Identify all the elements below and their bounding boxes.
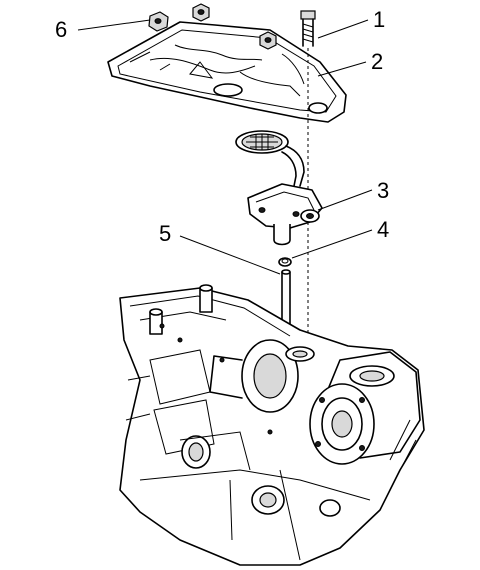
drive-shaft	[281, 269, 291, 329]
nut-icon	[192, 3, 210, 22]
bolt	[300, 10, 316, 47]
pickup-screen	[235, 130, 305, 187]
leader-lines	[77, 19, 373, 275]
callout-2: 2	[371, 49, 383, 74]
callout-3: 3	[377, 178, 389, 203]
callout-1: 1	[373, 7, 385, 32]
nut-icon	[259, 31, 277, 50]
washer	[278, 257, 292, 267]
oil-pump	[247, 183, 323, 246]
nut-icon	[148, 11, 169, 32]
callout-6: 6	[55, 17, 67, 42]
engine-block	[119, 284, 425, 566]
callout-5: 5	[159, 221, 171, 246]
callout-4: 4	[377, 217, 389, 242]
windage-tray	[107, 21, 347, 123]
